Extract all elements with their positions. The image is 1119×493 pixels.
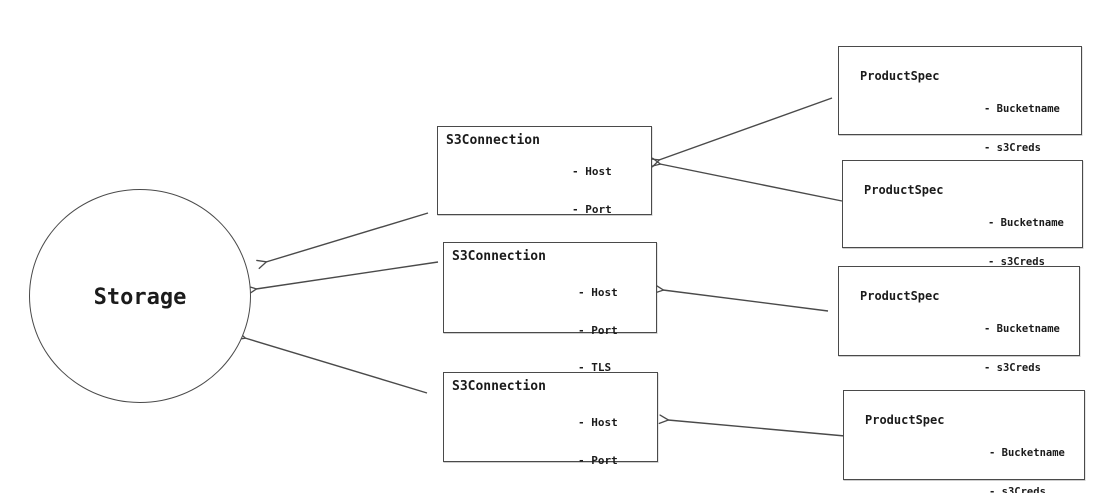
s3connection-node-1[interactable]: S3Connection - Host - Port - TLS [437, 126, 652, 253]
node-title: ProductSpec [860, 69, 940, 83]
node-attributes: - Host - Port - TLS [578, 262, 618, 400]
node-title: ProductSpec [865, 413, 945, 427]
node-attribute: - Port [578, 323, 618, 337]
edge-s3connection3-storage[interactable] [235, 330, 428, 394]
edge-s3connection1-storage[interactable] [256, 212, 429, 270]
node-attribute: - Bucketname [988, 217, 1064, 229]
storage-label: Storage [93, 284, 187, 310]
node-title: S3Connection [446, 133, 540, 148]
node-attributes: - Bucketname - s3Creds [984, 77, 1060, 181]
node-attribute: - Host [578, 416, 618, 429]
node-attribute: - Host [572, 165, 612, 178]
productspec-node-4[interactable]: ProductSpec - Bucketname - s3Creds [843, 390, 1085, 493]
node-attributes: - Bucketname - s3Creds [989, 421, 1065, 493]
edge-s3connection2-storage[interactable] [246, 261, 439, 296]
node-attribute: - s3Creds [988, 256, 1045, 268]
node-attribute: - TLS [578, 361, 612, 374]
productspec-node-3[interactable]: ProductSpec - Bucketname - s3Creds [838, 266, 1080, 374]
node-attribute: - s3Creds [989, 486, 1046, 493]
node-attribute: - Host [578, 286, 618, 299]
productspec-node-2[interactable]: ProductSpec - Bucketname - s3Creds [842, 160, 1083, 268]
node-attribute: - TLS [578, 491, 618, 493]
node-attributes: - Host - Port - TLS [578, 392, 618, 493]
node-attribute: - s3Creds [984, 362, 1041, 374]
node-title: ProductSpec [864, 183, 944, 197]
edge-productspec3-s3connection2[interactable] [653, 284, 829, 312]
edge-productspec2-s3connection1[interactable] [650, 157, 843, 202]
node-title: S3Connection [452, 379, 546, 394]
node-attribute: - Bucketname [984, 103, 1060, 115]
node-attribute: - s3Creds [984, 142, 1041, 154]
node-attribute: - Bucketname [989, 447, 1065, 459]
node-attributes: - Bucketname - s3Creds [984, 297, 1060, 401]
s3connection-node-2[interactable]: S3Connection - Host - Port - TLS [443, 242, 657, 374]
edge-productspec1-s3connection1[interactable] [649, 97, 833, 168]
node-attribute: - Bucketname [984, 323, 1060, 335]
edge-productspec4-s3connection3[interactable] [658, 414, 846, 437]
node-title: S3Connection [452, 249, 546, 264]
node-title: ProductSpec [860, 289, 940, 303]
node-attribute: - Port [578, 453, 618, 467]
productspec-node-1[interactable]: ProductSpec - Bucketname - s3Creds [838, 46, 1082, 154]
node-attributes: - Bucketname - s3Creds [988, 191, 1064, 295]
storage-node[interactable]: Storage [29, 189, 251, 403]
s3connection-node-3[interactable]: S3Connection - Host - Port - TLS [443, 372, 658, 493]
node-attribute: - Port [572, 202, 612, 216]
